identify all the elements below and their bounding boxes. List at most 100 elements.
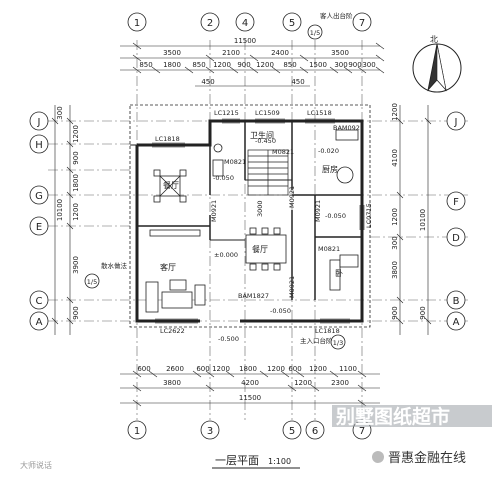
axis-top-4: 4 [242,18,248,29]
wechat-icon [372,451,384,463]
dim-left-3: 1800 [72,174,80,192]
dim-bot-r1-5: 1800 [239,365,257,373]
grid-lines [48,40,468,420]
elev-center: ±0.000 [214,251,238,259]
toilet-fixtures [212,143,224,177]
elev-left: -0.050 [213,174,234,182]
dim-right-bottom: 900 [419,306,427,319]
elev-kitchen: -0.020 [318,147,339,155]
dim-top-r2-1: 850 [139,61,152,69]
dim-right-6: 900 [391,306,399,319]
room-dining: 餐厅 [163,181,179,190]
dim-bot-r1-6: 1200 [267,365,285,373]
right-dimension-lines [396,105,432,335]
dim-top-r2-2: 1800 [163,61,181,69]
dim-top-r2-6: 1200 [256,61,274,69]
axis-bottom-3: 3 [207,426,213,437]
dim-top-2: 2100 [222,49,240,57]
kitchen-fixtures [329,129,359,291]
dim-top-4: 3500 [331,49,349,57]
dining-table [245,227,287,271]
room-labels: 餐厅 客厅 餐厅 厨房 卫生间 卧 [160,130,343,278]
axis-left-G: G [35,191,43,202]
axis-bubbles-top: 1 2 4 5 1/5 7 客人出台阶 [127,11,372,40]
note-top: 客人出台阶 [320,11,353,20]
axis-sub-top: 1/5 [310,29,320,37]
elev-toilet: -0.450 [255,137,276,145]
dim-bot-r1-9: 1100 [339,365,357,373]
axis-bottom-7: 7 [359,426,365,437]
axis-left-C: C [36,296,43,307]
dim-top-r2-4: 1200 [213,61,231,69]
dim-bot-r1-3: 600 [196,365,209,373]
plan-annotations: LC1215 LC1509 LC1518 LC1818 LC1818 LC262… [155,109,373,343]
dim-bot-r2-3: 1200 [294,379,312,387]
axis-bubbles-bottom: 1 3 5 6 7 1/3 主入口台阶 [127,334,372,440]
label-lc1509: LC1509 [255,109,280,117]
axis-top-7: 7 [359,18,365,29]
bottom-dimension-text: 600 2600 600 1200 1800 1200 600 1200 110… [137,365,357,402]
dim-bot-r1-4: 1200 [212,365,230,373]
dim-left-2: 900 [72,151,80,164]
north-arrow: 北 [412,35,462,93]
dim-top-3: 2400 [271,49,289,57]
axis-sub-left: 1/5 [87,278,97,286]
axis-top-2: 2 [207,18,213,29]
label-m0821-a: M0821 [224,158,246,166]
dim-bot-r2-4: 2300 [331,379,349,387]
elev-right: -0.050 [325,212,346,220]
label-lc1518: LC1518 [307,109,332,117]
dim-top-r2-10: 900 [348,61,361,69]
axis-left-A: A [36,317,43,328]
axis-left-J: J [37,117,41,128]
dim-right-3: 1200 [391,208,399,226]
label-m0821-c: M0821 [318,245,340,253]
axis-right-B: B [453,296,460,307]
dim-top-1: 3500 [163,49,181,57]
label-m0921-b: M0921 [288,186,296,208]
label-m0921-c: M0921 [288,276,296,298]
dim-left-6: 900 [72,306,80,319]
axis-top-5: 5 [289,18,295,29]
axis-bottom-6: 6 [312,426,318,437]
dim-right-5: 3800 [391,261,399,279]
axis-right-J: J [454,117,458,128]
axis-left-E: E [36,222,42,233]
room-toilet: 卫生间 [250,130,274,140]
label-lc0715: LC0715 [365,203,373,228]
dim-top-r2-7: 850 [283,61,296,69]
dim-top-r2-9: 300 [334,61,347,69]
dim-left-total: 10100 [56,199,64,221]
watermarks: 别墅图纸超市 www.bstzcs.com 晋惠金融在线 大师说话 [20,405,492,470]
axis-bubbles-left: J H G E C A 1/5 散水做法 [29,111,128,331]
right-dimension-text: 1200 4100 1200 300 3800 900 10100 900 [391,103,427,320]
dim-top-r2-5: 900 [237,61,250,69]
room-dining-center: 餐厅 [252,245,268,254]
dim-right-1: 1200 [391,103,399,121]
dim-bot-r1-1: 600 [137,365,150,373]
room-living: 客厅 [160,262,176,272]
dim-right-total: 10100 [419,209,427,231]
note-left: 散水做法 [101,261,128,270]
axis-left-H: H [35,140,43,151]
watermark-top-right: 别墅图纸超市 [335,405,450,428]
living-furniture [145,229,206,313]
plan-title: 一层平面 1:100 [212,454,300,469]
axis-bubbles-right: J F D B A [446,111,466,331]
dim-left-4: 1200 [72,203,80,221]
label-m0921-d: M0921 [314,200,322,222]
left-dimension-text: 1200 900 1800 1200 3900 900 10100 300 [56,106,80,319]
north-label: 北 [430,35,438,44]
dim-bot-r2-2: 4200 [241,379,259,387]
label-lc1215: LC1215 [214,109,239,117]
label-m0921-a: M0921 [210,200,218,222]
axis-bottom-5: 5 [289,426,295,437]
title-text: 一层平面 [215,454,259,467]
label-m0821-b: M0821 [272,148,294,156]
left-dimension-lines [51,105,74,335]
watermark-url: www.bstzcs.com [400,430,458,438]
axis-bottom-1: 1 [134,426,140,437]
dim-top-inner-2: 450 [291,78,304,86]
room-kitchen: 厨房 [322,164,338,174]
